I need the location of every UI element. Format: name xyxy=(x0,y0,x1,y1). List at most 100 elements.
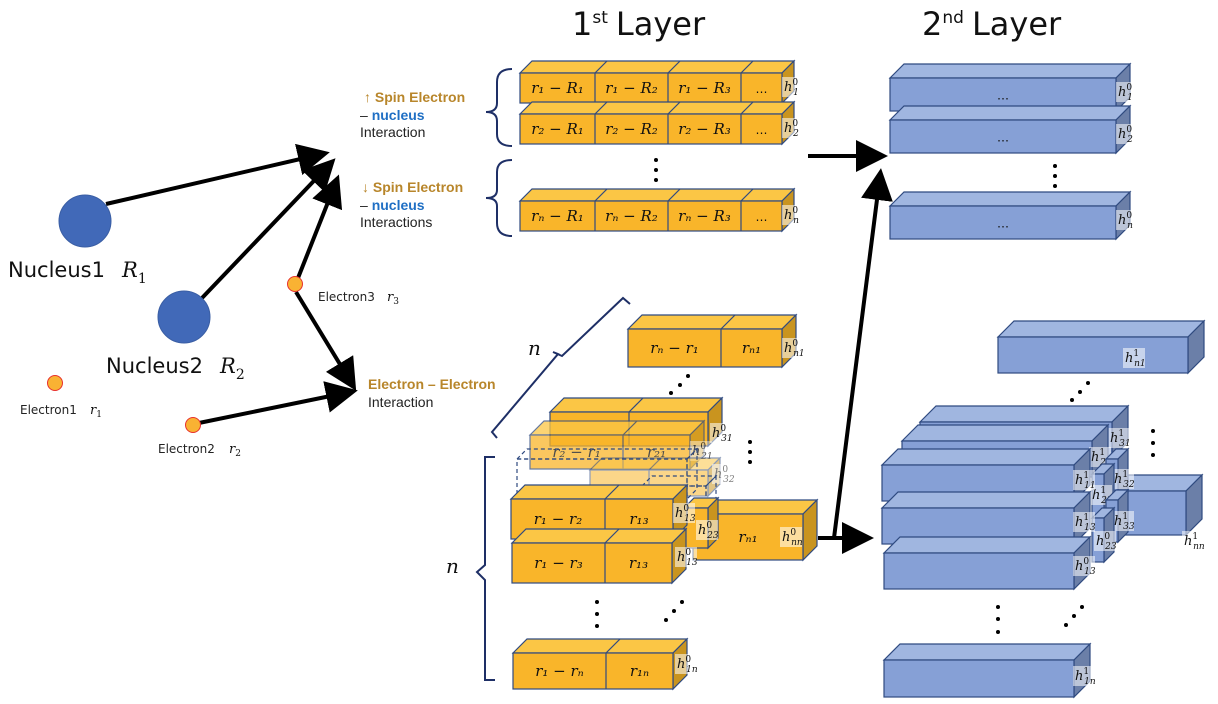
layer1-ee-box-21-label-bg xyxy=(690,441,712,461)
layer1-ee-box-1n-top-face xyxy=(511,638,689,654)
layer2-ee-box-11-label-bg xyxy=(1073,470,1095,490)
electron3: Electron3 r3 xyxy=(287,276,399,307)
layer1-ee-box-12-label-bg xyxy=(673,503,695,523)
layer1-ee-box-12-top-face xyxy=(509,484,689,500)
arrow-electron3-to-ee xyxy=(294,290,357,391)
layer2-en-row-3-label-bg xyxy=(1116,210,1132,230)
svg-text:Interactions: Interactions xyxy=(360,214,432,230)
n-label-vertical: n xyxy=(446,554,459,578)
layer1-ee-box-32-cell-divider-top xyxy=(648,457,662,471)
layer1-en-row-1-top-face xyxy=(518,60,796,74)
arrow-layer1-ee-to-layer2-en xyxy=(818,168,893,540)
layer2-en-row-3-top-face xyxy=(888,191,1132,207)
layer1-en-row-3-cell: rₙ − R₂ xyxy=(605,207,658,225)
layer2-ee-box-13b-top-face xyxy=(882,536,1092,554)
layer1-ee-box-32-label-bg xyxy=(712,464,734,484)
electron3-symbol: r3 xyxy=(387,290,399,307)
layer2-ee-box-13-top-face xyxy=(880,491,1092,509)
svg-text:Interaction: Interaction xyxy=(360,124,425,140)
layer2-ee-box-32-label-bg xyxy=(1112,469,1134,489)
svg-text:↑ Spin Electron: ↑ Spin Electron xyxy=(364,89,465,105)
nucleus1-label: Nucleus1 xyxy=(8,258,105,282)
layer1-ee-box-31-cell-divider-top xyxy=(628,397,644,413)
layer2-ee-box-11-top-face xyxy=(880,448,1092,466)
layer1-ee-box-n1-cell: rₙ₁ xyxy=(742,339,761,357)
layer1-en-row-2-cell: r₂ − R₁ xyxy=(531,120,584,138)
nucleus1: Nucleus1 R1 xyxy=(8,194,147,287)
layer1-ee-box-12-cell: r₁ − r₂ xyxy=(534,510,582,528)
nucleus1-symbol: R1 xyxy=(121,258,147,287)
layer2-ee-box-n1-front-face xyxy=(997,336,1189,374)
layer1-en-row-2-label-bg xyxy=(782,118,798,138)
layer1-ee-box-12-cell: r₁₃ xyxy=(629,510,648,528)
layer1-ee-box-13-front-face xyxy=(511,542,673,584)
layer1-ee-box-n1-cell: rₙ − r₁ xyxy=(650,339,699,357)
layer2-ee-box-21-hidden-label: h121 xyxy=(1091,448,1112,468)
layer1-ee-box-13-label-bg xyxy=(675,547,697,567)
layer1-en-row-2-cell: … xyxy=(756,123,768,137)
electron2-symbol: r2 xyxy=(229,442,241,459)
layer1-ee-box-n1-top-face xyxy=(626,314,798,330)
layer1-ee-box-13-cell: r₁₃ xyxy=(629,554,648,572)
electron1-dot xyxy=(47,375,63,391)
layer2-ee-box-1n-label-bg xyxy=(1073,666,1095,686)
layer1-ee-box-1n-cell-divider-top xyxy=(605,638,621,654)
layer1-en-row-3-label-bg xyxy=(782,205,798,225)
layer1-en-row-1-cell: r₁ − R₁ xyxy=(531,79,584,97)
up-spin-brace xyxy=(485,68,513,147)
ellipsis-dots xyxy=(595,158,1155,634)
electron2-dot xyxy=(185,417,201,433)
layer2-ee-box-n1-top-face xyxy=(996,320,1206,338)
electron1: Electron1 r1 xyxy=(20,375,102,420)
layer1-en-row-2-cell-divider-top xyxy=(667,101,681,115)
nucleus1-sphere xyxy=(58,194,112,248)
electron1-label: Electron1 xyxy=(20,403,77,417)
arrow-nucleus2-to-en xyxy=(200,158,336,300)
layer1-en-row-3-cell-divider-top xyxy=(740,188,754,202)
layer1-en-row-3-top-face xyxy=(518,188,796,202)
layer2-ee-box-13-label-bg xyxy=(1073,512,1095,532)
layer1-en-row-2-cell-divider-top xyxy=(594,101,608,115)
layer2-en-row-2-cell: … xyxy=(997,131,1009,145)
layer1-ee-box-13-cell-divider-top xyxy=(604,528,620,544)
layer2-ee-box-1n-top-face xyxy=(882,643,1092,661)
nucleus2: Nucleus2 R2 xyxy=(106,290,245,383)
n-label-diagonal: n xyxy=(528,336,541,360)
layer1-ee-ghost-box-side-face xyxy=(686,447,698,501)
svg-text:↓ Spin Electron: ↓ Spin Electron xyxy=(362,179,463,195)
n-brace-diagonal xyxy=(490,296,631,439)
layer1-en-row-3-cell: … xyxy=(756,210,768,224)
n-brace-vertical xyxy=(475,456,495,681)
layer1-ee-box-31-label-bg xyxy=(710,423,732,443)
arrow-electron3-to-en xyxy=(296,174,343,279)
layer2-en-row-2-front-face xyxy=(889,119,1117,154)
